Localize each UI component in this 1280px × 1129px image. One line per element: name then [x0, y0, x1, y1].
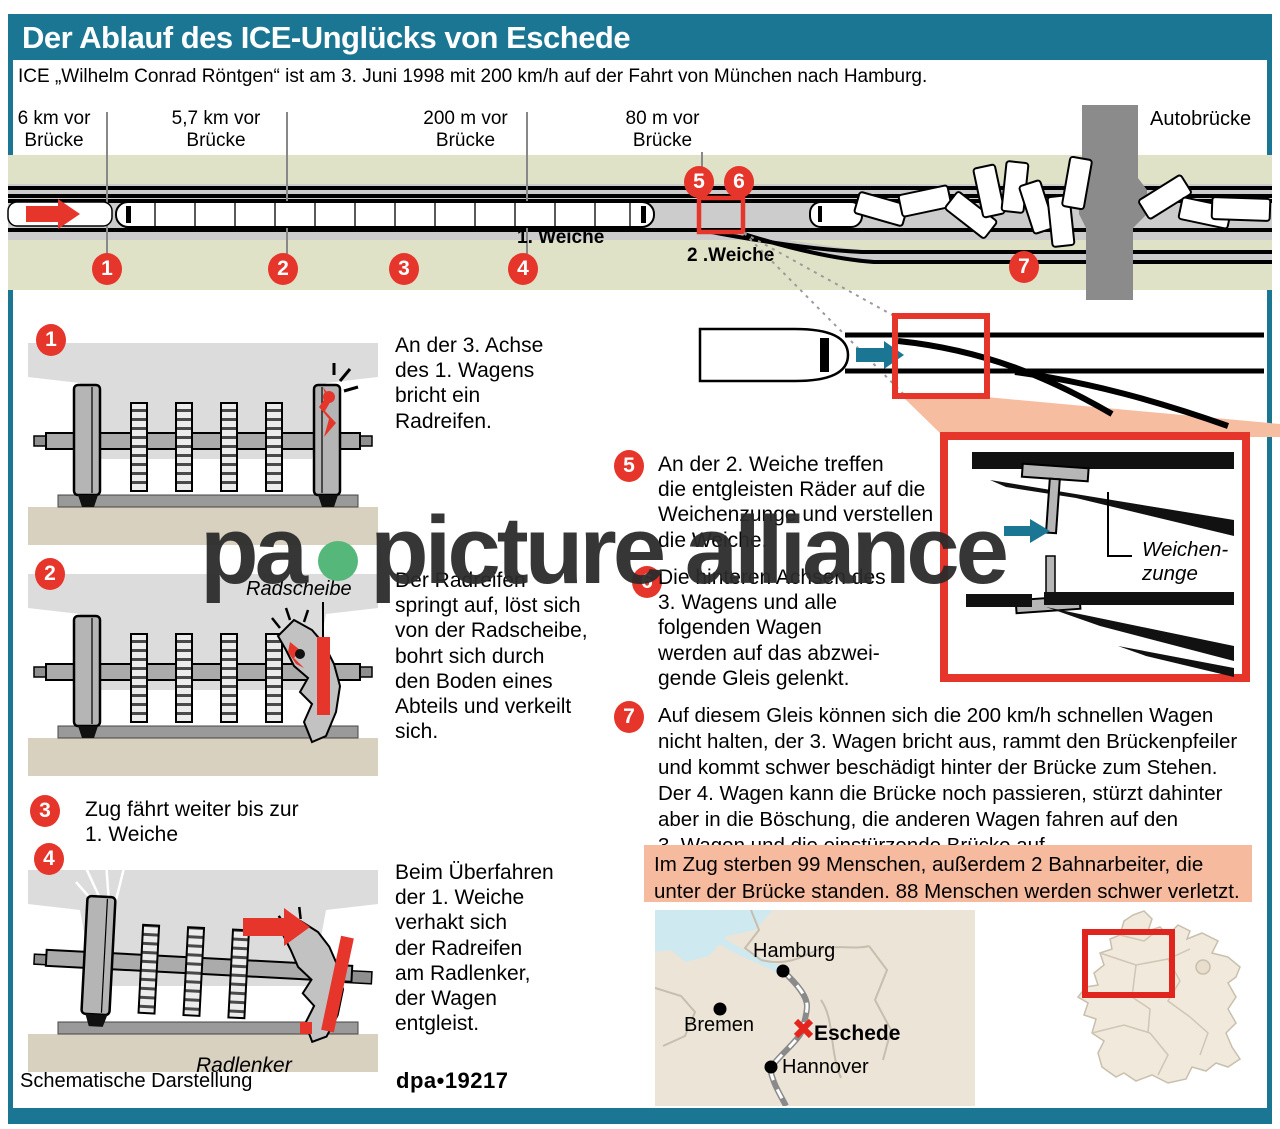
track-marker-1: 1 — [92, 253, 122, 285]
radlenker-label: Radlenker — [196, 1054, 292, 1077]
switch2-label: 2 .Weiche — [687, 245, 775, 266]
casualty-text: Im Zug sterben 99 Menschen, außerdem 2 B… — [654, 853, 1240, 904]
step-badge-5: 5 — [614, 450, 644, 482]
track-marker-4: 4 — [508, 253, 538, 285]
dpa-credit: dpa•19217 — [396, 1068, 509, 1093]
title-bar — [8, 14, 1272, 60]
step-badge-7: 7 — [614, 701, 644, 733]
track-marker-6: 6 — [724, 166, 754, 198]
track-overview-diagram — [7, 105, 1272, 300]
road-bridge — [1079, 105, 1147, 300]
bridge-label: Autobrücke — [1150, 108, 1252, 130]
berlin-enclave — [1195, 959, 1211, 975]
track-marker-5: 5 — [684, 166, 714, 198]
radlenker-marker — [300, 1022, 312, 1034]
jammed-tire-bar — [321, 935, 354, 1033]
tire-crack — [319, 363, 359, 437]
railway-line — [767, 968, 811, 1106]
track-marker-3: 3 — [389, 253, 419, 285]
derailed-wagons — [853, 155, 1272, 248]
map-city-bremen: Bremen — [684, 1014, 755, 1036]
step-badge-4: 4 — [34, 843, 64, 875]
axle-diagram-step1 — [28, 343, 378, 545]
switch2-highlight-box — [696, 195, 746, 235]
switch1-label: 1. Weiche — [517, 227, 605, 248]
step-badge-2: 2 — [35, 558, 65, 590]
weichenzunge-pointer-line — [1107, 492, 1132, 557]
step-text-2: Der Radreifen springt auf, löst sich von… — [395, 569, 588, 744]
step-text-7: Auf diesem Gleis können sich die 200 km/… — [658, 704, 1238, 857]
axle-diagram-step2 — [28, 574, 378, 776]
switch-detail-box — [940, 432, 1250, 682]
frame-border-bottom — [8, 1108, 1272, 1124]
regional-map — [655, 910, 975, 1106]
distance-label-6km: 6 km vor Brücke — [17, 108, 91, 151]
frame-border-right — [1267, 14, 1272, 1124]
step-badge-3: 3 — [30, 795, 60, 827]
map-focus-box — [1082, 929, 1175, 998]
step-text-1: An der 3. Achse des 1. Wagens bricht ein… — [395, 334, 544, 433]
step-badge-6: 6 — [632, 566, 662, 598]
admin-borders — [655, 910, 893, 1079]
distance-label-80m: 80 m vor Brücke — [625, 108, 700, 151]
motion-arrow-icon — [243, 908, 310, 946]
step-text-5: An der 2. Weiche treffen die entgleisten… — [658, 453, 934, 552]
distance-label-200m: 200 m vor Brücke — [423, 108, 508, 151]
detached-car — [809, 201, 863, 228]
crash-x-icon — [793, 1018, 814, 1039]
radscheibe-label: Radscheibe — [246, 578, 352, 600]
bremen-dot — [713, 1002, 727, 1016]
track-marker-2: 2 — [268, 253, 298, 285]
map-city-hannover: Hannover — [782, 1056, 869, 1078]
casualty-box: Im Zug sterben 99 Menschen, außerdem 2 B… — [644, 845, 1252, 903]
frame-border-left — [8, 14, 13, 1124]
axle-diagram-step4 — [28, 861, 378, 1072]
distance-label-5-7km: 5,7 km vor Brücke — [171, 108, 261, 151]
step-badge-1: 1 — [36, 324, 66, 356]
switch-highlight-box — [892, 313, 990, 399]
sparks — [75, 861, 126, 917]
radscheibe-highlight-bar — [317, 637, 330, 715]
wheel-path-arrow-icon — [1004, 519, 1050, 543]
weichenzunge-label: Weichen- zunge — [1142, 538, 1229, 585]
train-nose — [698, 327, 850, 383]
map-city-hamburg: Hamburg — [753, 940, 836, 962]
subtitle: ICE „Wilhelm Conrad Röntgen“ ist am 3. J… — [18, 66, 928, 87]
hamburg-dot — [776, 964, 790, 978]
zoom-connector-lines — [743, 232, 947, 438]
tilted-wheelset — [33, 894, 373, 1044]
step-text-6: Die hinteren Achsen des 3. Wagens und al… — [658, 566, 886, 690]
ice-train — [115, 201, 655, 228]
page-title: Der Ablauf des ICE-Unglücks von Eschede — [22, 20, 631, 55]
sea-water — [655, 910, 773, 962]
map-crash-site-eschede: Eschede — [814, 1022, 901, 1045]
germany-locator-map — [1076, 910, 1242, 1084]
track-marker-7: 7 — [1009, 251, 1039, 283]
hannover-dot — [764, 1060, 778, 1074]
schematic-note: Schematische Darstellung — [20, 1070, 253, 1092]
switch-tracks — [845, 332, 1264, 429]
step-text-4: Beim Überfahren der 1. Weiche verhakt si… — [395, 861, 554, 1036]
step-text-3: Zug fährt weiter bis zur 1. Weiche — [85, 798, 299, 847]
zoom-funnel — [903, 397, 1280, 437]
direction-arrow-icon — [26, 199, 80, 229]
